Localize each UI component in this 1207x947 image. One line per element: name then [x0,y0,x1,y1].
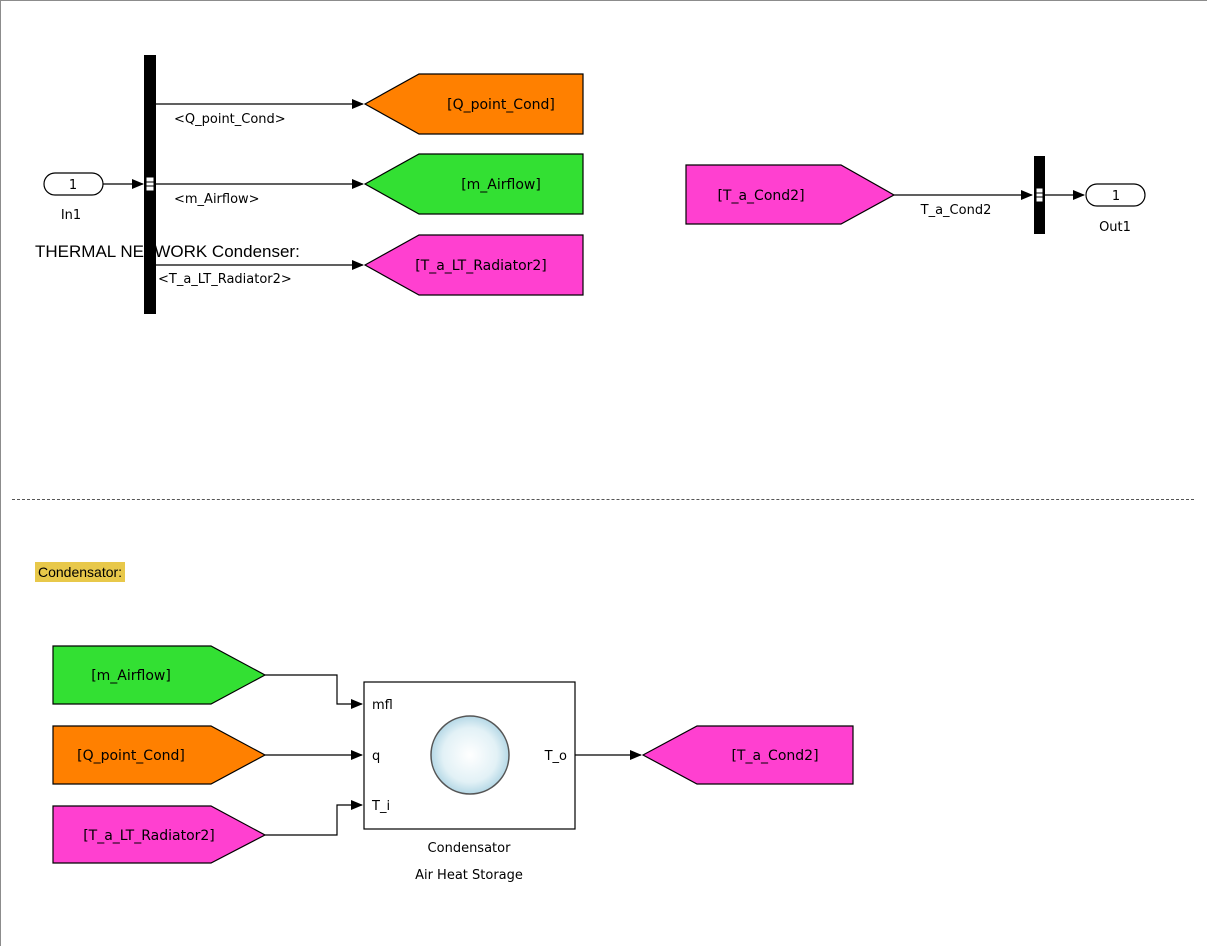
port-label-q: q [372,749,380,764]
bus-creator[interactable] [1034,156,1045,234]
bus-selector[interactable] [144,55,156,314]
thermal-network-annotation: THERMAL NETWORK Condenser: [35,242,300,261]
outport-number: 1 [1112,189,1120,204]
goto-tag-label: [Q_point_Cond] [447,97,555,113]
goto-tag-label: [m_Airflow] [461,177,541,193]
condensator-annotation: Condensator: [35,562,126,582]
from-t-a-lt-radiator2[interactable]: [T_a_LT_Radiator2] [52,805,267,864]
from-t-a-cond2[interactable]: [T_a_Cond2] [685,164,896,225]
from-tag-label: [Q_point_Cond] [77,748,185,764]
inport-name: In1 [61,208,81,223]
port-label-mfl: mfl [372,698,393,713]
subsystem-name-line1: Condensator [428,841,512,856]
port-label-t-o: T_o [544,749,567,764]
outport-name: Out1 [1099,220,1131,235]
goto-tag-label: [T_a_LT_Radiator2] [415,258,547,274]
signal-line-t-i[interactable] [265,800,363,836]
goto-q-point-cond[interactable]: [Q_point_Cond] [363,73,584,135]
bus-signal-label: <m_Airflow> [174,192,260,207]
thermal-mass-icon [430,715,510,795]
bus-signal-label: <T_a_LT_Radiator2> [158,272,292,287]
goto-t-a-cond2[interactable]: [T_a_Cond2] [641,725,854,785]
goto-t-a-lt-radiator2[interactable]: [T_a_LT_Radiator2] [363,234,584,296]
inport-number: 1 [69,178,77,193]
goto-tag-label: [T_a_Cond2] [731,748,818,764]
from-tag-label: [m_Airflow] [91,668,171,684]
bus-signal-label: <Q_point_Cond> [174,112,286,127]
from-tag-label: [T_a_Cond2] [717,188,804,204]
goto-m-airflow[interactable]: [m_Airflow] [363,153,584,215]
outport-out1[interactable]: 1 Out1 [1085,183,1146,235]
subsystem-condensator-air-heat-storage[interactable]: mfl q T_i T_o [363,681,576,830]
from-m-airflow[interactable]: [m_Airflow] [52,645,267,705]
signal-name-label: T_a_Cond2 [920,203,992,218]
signal-line-mfl[interactable] [265,674,363,709]
inport-in1[interactable]: 1 In1 [43,172,104,223]
port-label-t-i: T_i [371,799,390,814]
section-divider [12,499,1194,500]
subsystem-name-line2: Air Heat Storage [415,868,523,883]
from-q-point-cond[interactable]: [Q_point_Cond] [52,725,267,785]
from-tag-label: [T_a_LT_Radiator2] [83,828,215,844]
